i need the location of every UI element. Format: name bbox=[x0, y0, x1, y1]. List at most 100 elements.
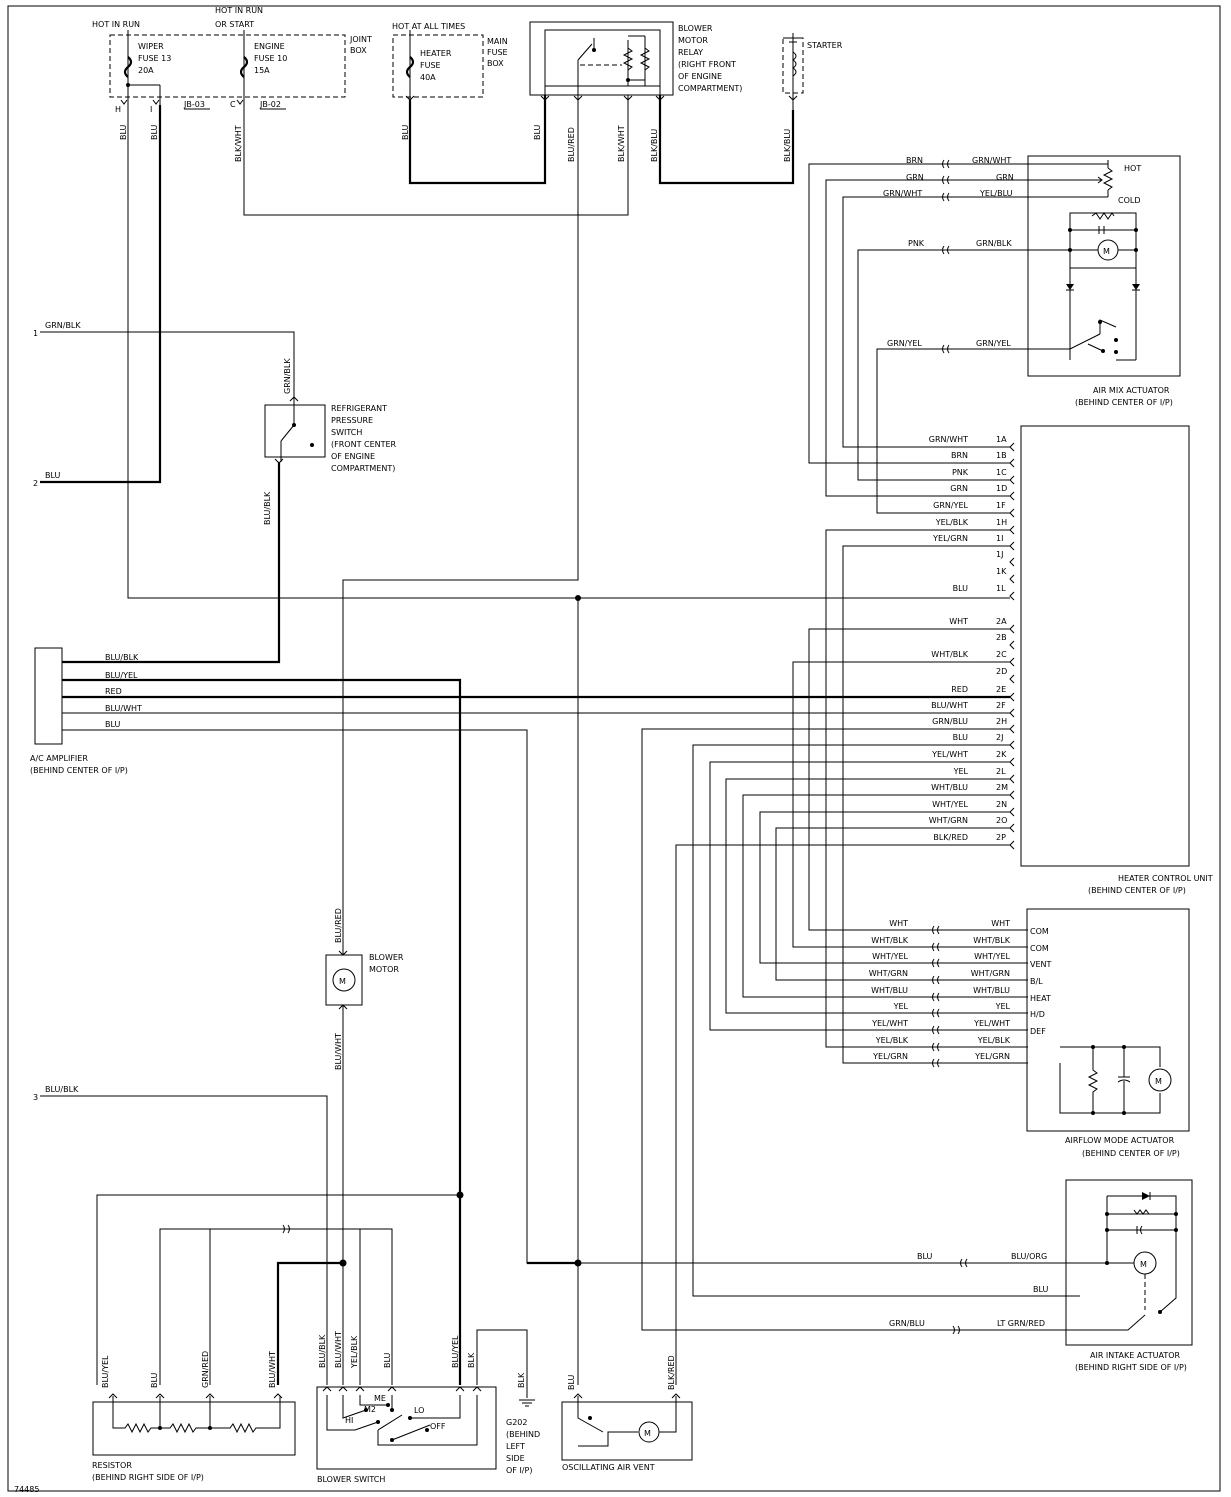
hcu-pin-terminal bbox=[1009, 692, 1015, 702]
hcu-pin-id: 1C bbox=[996, 468, 1007, 477]
wire-wht-grn-2o bbox=[775, 827, 1028, 981]
intake-l2: (BEHIND RIGHT SIDE OF I/P) bbox=[1075, 1363, 1187, 1372]
hcu-pin-id: 1A bbox=[996, 435, 1007, 444]
svg-text:BLU: BLU bbox=[150, 124, 159, 140]
blower-motor-symbol bbox=[332, 968, 356, 992]
hcu-pin-id: 2F bbox=[996, 701, 1006, 710]
svg-text:BLU/WHT: BLU/WHT bbox=[334, 1033, 343, 1070]
airflow-wire-left: WHT/GRN bbox=[869, 969, 908, 978]
ac-amplifier-box bbox=[34, 647, 63, 745]
wire-grn-1d bbox=[825, 179, 1028, 497]
svg-text:PNK: PNK bbox=[908, 239, 925, 248]
wiper-fuse-l1: WIPER bbox=[138, 42, 164, 51]
airflow-wire-right: WHT bbox=[991, 919, 1010, 928]
airflow-connector-mark bbox=[932, 958, 940, 968]
svg-text:GRN/WHT: GRN/WHT bbox=[883, 189, 922, 198]
wire-pnk-1c bbox=[857, 249, 1028, 481]
svg-text:BLU/ORG: BLU/ORG bbox=[1011, 1252, 1047, 1261]
switch-lo: LO bbox=[414, 1406, 424, 1415]
relay-l5: OF ENGINE bbox=[678, 72, 722, 81]
airflow-terminal-name: COM bbox=[1030, 927, 1049, 936]
airflow-connector-mark bbox=[932, 992, 940, 1002]
airflow-wire-left: WHT/BLU bbox=[871, 986, 908, 995]
blower-motor-l2: MOTOR bbox=[369, 965, 399, 974]
hcu-pin-terminal bbox=[1009, 458, 1015, 468]
heater-fuse-symbol bbox=[405, 56, 415, 78]
hot-in-run-start-label-1: HOT IN RUN bbox=[215, 6, 263, 15]
air-mix-cold: COLD bbox=[1118, 196, 1141, 205]
relay-l4: (RIGHT FRONT bbox=[678, 60, 736, 69]
hcu-pin-terminal bbox=[1009, 840, 1015, 850]
refrigerant-pressure-switch bbox=[264, 404, 326, 458]
hcu-pin-terminal bbox=[1009, 823, 1015, 833]
wiper-fuse-l3: 20A bbox=[138, 66, 154, 75]
svg-text:BLU: BLU bbox=[917, 1252, 933, 1261]
air-mix-l2: (BEHIND CENTER OF I/P) bbox=[1075, 398, 1173, 407]
svg-text:GRN/BLK: GRN/BLK bbox=[976, 239, 1012, 248]
wire-blk-wht bbox=[243, 95, 629, 216]
hcu-pin-id: 2P bbox=[996, 833, 1006, 842]
switch-off: OFF bbox=[430, 1422, 446, 1431]
hcu-pin-wire: YEL/GRN bbox=[932, 534, 968, 543]
wire-blu-conn2 bbox=[40, 105, 162, 484]
hcu-pin-row: 1K bbox=[996, 567, 1015, 584]
airflow-l1: AIRFLOW MODE ACTUATOR bbox=[1065, 1136, 1175, 1145]
hcu-pin-wire: BRN bbox=[951, 451, 968, 460]
hcu-pin-row: 1J bbox=[996, 550, 1015, 567]
osc-vent-label: OSCILLATING AIR VENT bbox=[562, 1463, 655, 1472]
hcu-pin-terminal bbox=[1009, 508, 1015, 518]
switch-m2: M2 bbox=[364, 1405, 376, 1414]
jb03-label: JB-03 bbox=[183, 100, 205, 109]
g202-l4: SIDE bbox=[506, 1454, 525, 1463]
hcu-pin-row: 2D bbox=[996, 667, 1015, 684]
blower-motor-relay-box bbox=[529, 21, 674, 96]
blower-motor-l1: BLOWER bbox=[369, 953, 404, 962]
hcu-pin-terminal bbox=[1009, 525, 1015, 535]
airflow-connector-mark bbox=[932, 975, 940, 985]
hcu-pin-wire: YEL bbox=[953, 767, 969, 776]
air-mix-wire-labels: BRN GRN/WHT GRN GRN GRN/WHT YEL/BLU PNK … bbox=[883, 156, 1014, 348]
wire-grn-red bbox=[209, 1228, 393, 1385]
wire-blu-2j bbox=[692, 744, 1070, 1297]
terminal-chevrons bbox=[108, 95, 798, 1399]
hcu-pin-terminal bbox=[1009, 640, 1015, 650]
svg-text:BLK: BLK bbox=[517, 1372, 526, 1388]
starter-label: STARTER bbox=[807, 41, 843, 50]
diagram-id: 74485 bbox=[14, 1485, 39, 1494]
term-h: H bbox=[115, 105, 121, 114]
hcu-pin-terminal bbox=[1009, 774, 1015, 784]
hcu-pin-id: 2L bbox=[996, 767, 1006, 776]
svg-text:M: M bbox=[1140, 1260, 1147, 1269]
connector-2: 2 bbox=[33, 479, 38, 488]
bottom-wire-labels: BLU/YEL BLU GRN/RED BLU/WHT BLU/BLK BLU/… bbox=[101, 1331, 676, 1390]
term-c: C bbox=[230, 100, 236, 109]
hcu-pin-wire: WHT/BLU bbox=[931, 783, 968, 792]
hcu-pin-terminal bbox=[1009, 624, 1015, 634]
wire-refrig-to-amp bbox=[62, 462, 281, 664]
wire-yel-wht-2k bbox=[709, 761, 1028, 1031]
svg-text:M: M bbox=[1103, 247, 1110, 256]
airflow-wire-right: WHT/GRN bbox=[971, 969, 1010, 978]
hcu-l1: HEATER CONTROL UNIT bbox=[1118, 874, 1213, 883]
svg-text:BLU/WHT: BLU/WHT bbox=[268, 1351, 277, 1388]
hcu-pin-id: 2A bbox=[996, 617, 1007, 626]
airflow-connector-mark bbox=[932, 942, 940, 952]
hcu-pin-wire: PNK bbox=[952, 468, 969, 477]
blower-motor-box bbox=[325, 954, 363, 1006]
g202-l5: OF I/P) bbox=[506, 1466, 532, 1475]
airflow-terminal-name: VENT bbox=[1030, 960, 1052, 969]
airflow-wire-right: YEL/WHT bbox=[973, 1019, 1010, 1028]
svg-text:YEL/BLU: YEL/BLU bbox=[979, 189, 1013, 198]
hcu-pin-wire: BLU bbox=[953, 584, 969, 593]
